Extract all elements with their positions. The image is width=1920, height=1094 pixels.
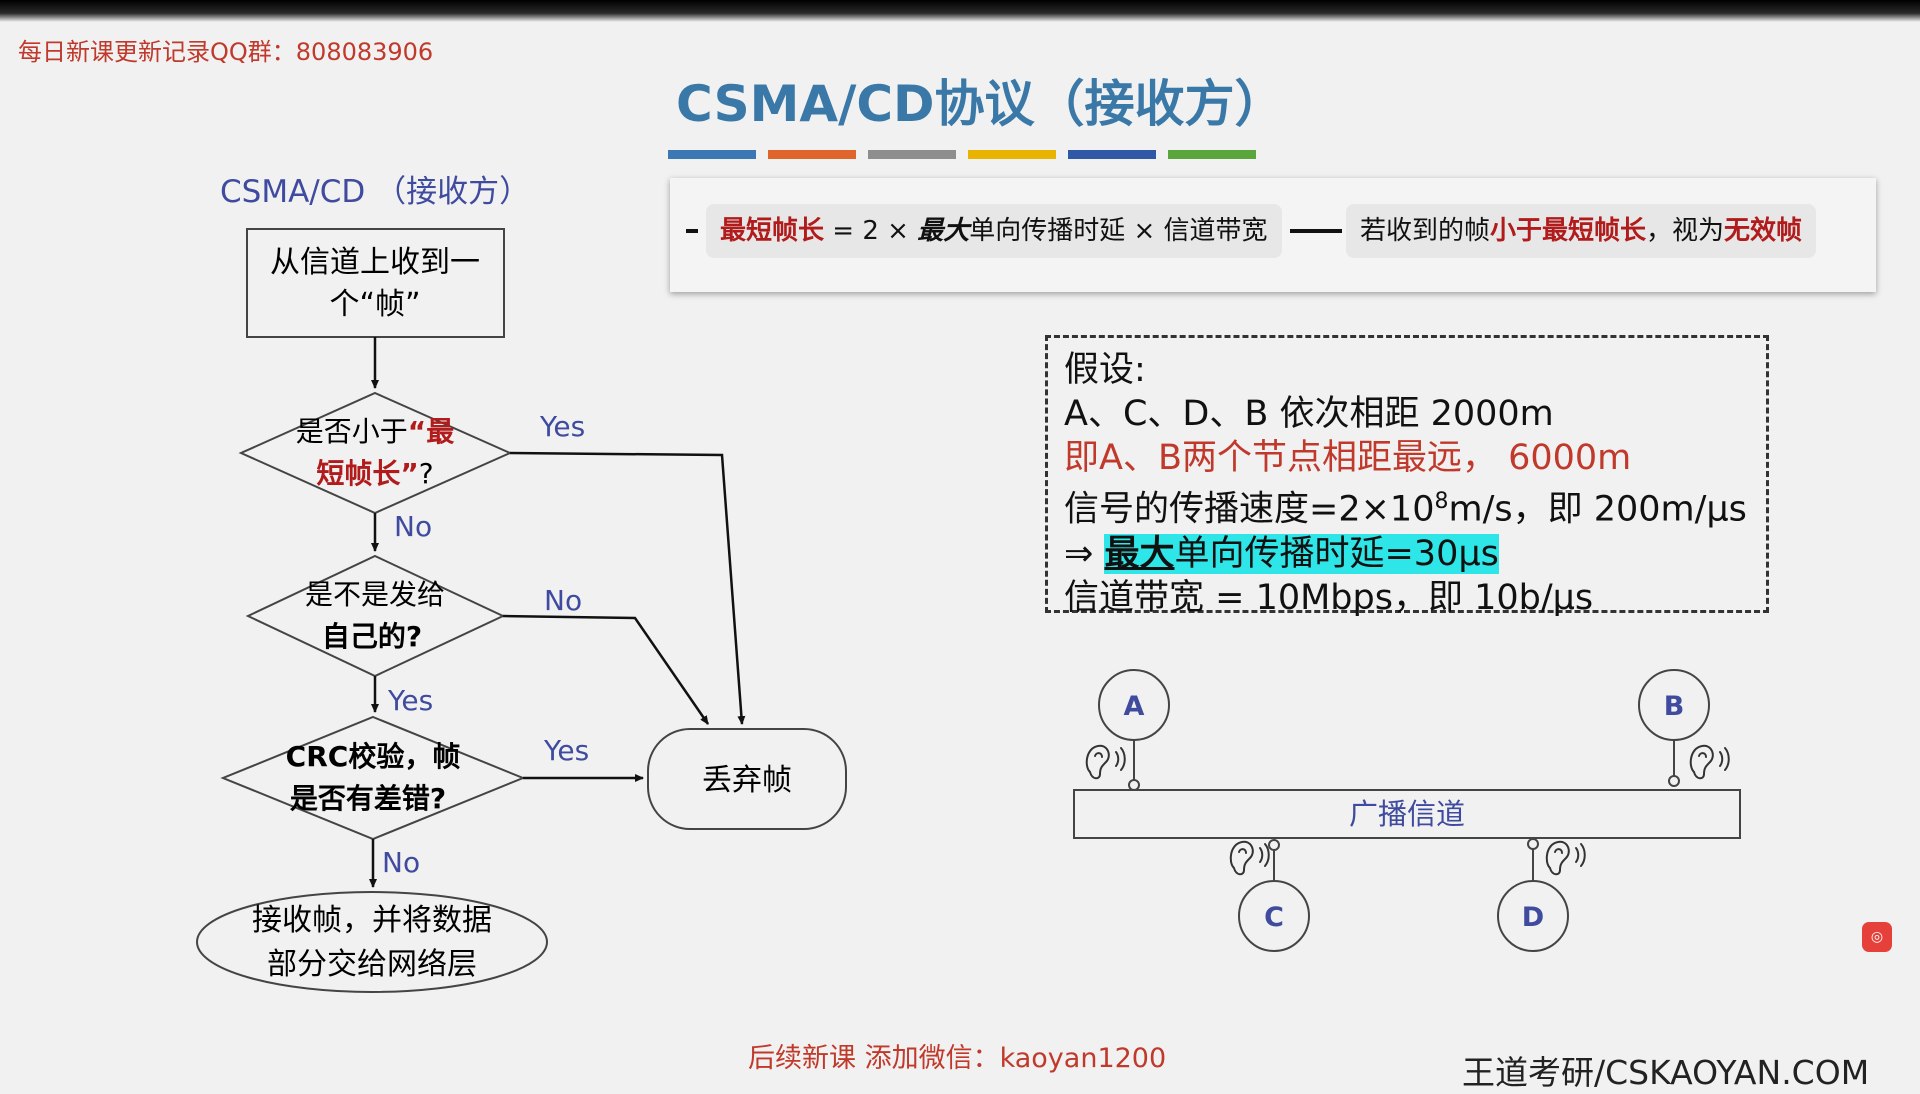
condition-pill: 若收到的帧小于最短帧长，视为无效帧 xyxy=(1346,204,1817,258)
node-b xyxy=(1638,669,1710,741)
label-yes-3: Yes xyxy=(543,734,589,767)
broadcast-channel-label: 广播信道 xyxy=(1349,797,1465,831)
assume-l4a: 信号的传播速度=2×10 xyxy=(1064,489,1435,530)
discard-text: 丢弃帧 xyxy=(702,763,792,798)
flowchart-subtitle: CSMA/CD （接收方） xyxy=(220,174,531,210)
qq-watermark: 每日新课更新记录QQ群：808083906 xyxy=(18,38,434,66)
check-length-diamond xyxy=(238,391,513,515)
page-title: CSMA/CD协议（接收方） xyxy=(676,75,1285,133)
label-no-2: No xyxy=(544,584,582,617)
receive-text-2: 个“帧” xyxy=(329,287,420,322)
node-c-label: C xyxy=(1264,902,1284,933)
ear-icon xyxy=(1689,744,1730,780)
assume-line-1: 假设: xyxy=(1064,350,1146,390)
wechat-watermark: 后续新课 添加微信：kaoyan1200 xyxy=(748,1043,1167,1074)
color-bar-4 xyxy=(968,150,1056,159)
arrow-dest-no-to-discard xyxy=(502,614,710,725)
top-bar xyxy=(0,0,1920,22)
label-no-1: No xyxy=(394,510,432,543)
cond-c: ，视为 xyxy=(1646,216,1725,246)
crc-text-2: 是否有差错? xyxy=(290,782,446,815)
check-destination-diamond xyxy=(245,554,506,678)
formula-pill: 最短帧长 = 2 × 最大单向传播时延 × 信道带宽 xyxy=(706,204,1282,258)
assumption-box: 假设: A、C、D、B 依次相距 2000m 即A、B两个节点相距最远， 600… xyxy=(1045,335,1769,618)
assume-line-5: ⇒ 最大单向传播时延=30μs xyxy=(1064,532,1766,576)
check-length-text-2: 短帧长”? xyxy=(316,457,433,490)
port-d xyxy=(1527,838,1539,850)
check-dest-text-1: 是不是发给 xyxy=(305,578,445,611)
assume-line-6: 信道带宽 = 10Mbps，即 10b/μs xyxy=(1064,577,1594,618)
port-c xyxy=(1268,839,1280,851)
ear-icon xyxy=(1545,840,1586,876)
node-d-label: D xyxy=(1522,902,1544,933)
node-a-label: A xyxy=(1124,691,1145,722)
assume-l4b: m/s，即 200m/μs xyxy=(1448,489,1747,530)
assume-l4sup: 8 xyxy=(1434,489,1449,514)
arrow-len-yes-to-discard xyxy=(509,451,746,725)
color-bar-6 xyxy=(1168,150,1256,159)
accept-text-2: 部分交给网络层 xyxy=(267,947,477,982)
label-no-3: No xyxy=(382,846,420,879)
color-bar-5 xyxy=(1068,150,1156,159)
formula-min-frame: 最短帧长 xyxy=(720,216,825,246)
label-yes-1: Yes xyxy=(539,410,585,443)
color-bar-3 xyxy=(868,150,956,159)
discard-frame-box xyxy=(647,728,847,830)
crc-text-1: CRC校验，帧 xyxy=(286,740,461,773)
port-b xyxy=(1668,775,1680,787)
label-yes-2: Yes xyxy=(387,684,433,717)
assume-highlight: 最大单向传播时延=30μs xyxy=(1104,533,1499,574)
formula-max: 最大 xyxy=(917,216,970,246)
assume-l5rest: 单向传播时延=30μs xyxy=(1174,533,1499,574)
assume-line-3: 即A、B两个节点相距最远， 6000m xyxy=(1064,438,1632,478)
formula-rest: 单向传播时延 × 信道带宽 xyxy=(969,216,1268,246)
accept-text-1: 接收帧，并将数据 xyxy=(252,903,492,938)
color-bars xyxy=(668,150,1256,159)
node-d xyxy=(1497,880,1569,952)
formula-panel: 最短帧长 = 2 × 最大单向传播时延 × 信道带宽 若收到的帧小于最短帧长，视… xyxy=(670,178,1876,292)
node-a xyxy=(1098,669,1170,741)
assume-line-2: A、C、D、B 依次相距 2000m xyxy=(1064,394,1554,434)
assume-l5max: 最大 xyxy=(1104,533,1175,574)
brand-watermark: 王道考研/CSKAOYAN.COM xyxy=(1462,1053,1870,1092)
formula-dash-mid xyxy=(1290,229,1342,233)
node-b-label: B xyxy=(1664,691,1685,722)
cond-a: 若收到的帧 xyxy=(1360,216,1491,246)
accept-frame-ellipse xyxy=(196,891,548,993)
check-length-text-1: 是否小于“最 xyxy=(296,415,454,448)
ear-icon xyxy=(1085,744,1126,780)
formula-eq: = 2 × xyxy=(824,216,918,246)
cond-b: 小于最短帧长 xyxy=(1490,216,1647,246)
receive-text-1: 从信道上收到一 xyxy=(270,245,480,280)
broadcast-channel xyxy=(1073,789,1741,839)
ai-assistant-icon[interactable]: ◎ xyxy=(1862,922,1892,952)
cond-d: 无效帧 xyxy=(1724,216,1803,246)
node-c xyxy=(1238,880,1310,952)
color-bar-2 xyxy=(768,150,856,159)
formula-dash-left xyxy=(686,229,698,233)
ear-icon xyxy=(1229,840,1270,876)
crc-check-diamond xyxy=(220,715,526,841)
color-bar-1 xyxy=(668,150,756,159)
port-a xyxy=(1128,779,1140,791)
assume-arrow: ⇒ xyxy=(1064,533,1105,574)
check-dest-text-2: 自己的? xyxy=(322,620,422,653)
assume-line-4: 信号的传播速度=2×108m/s，即 200m/μs xyxy=(1064,480,1766,532)
